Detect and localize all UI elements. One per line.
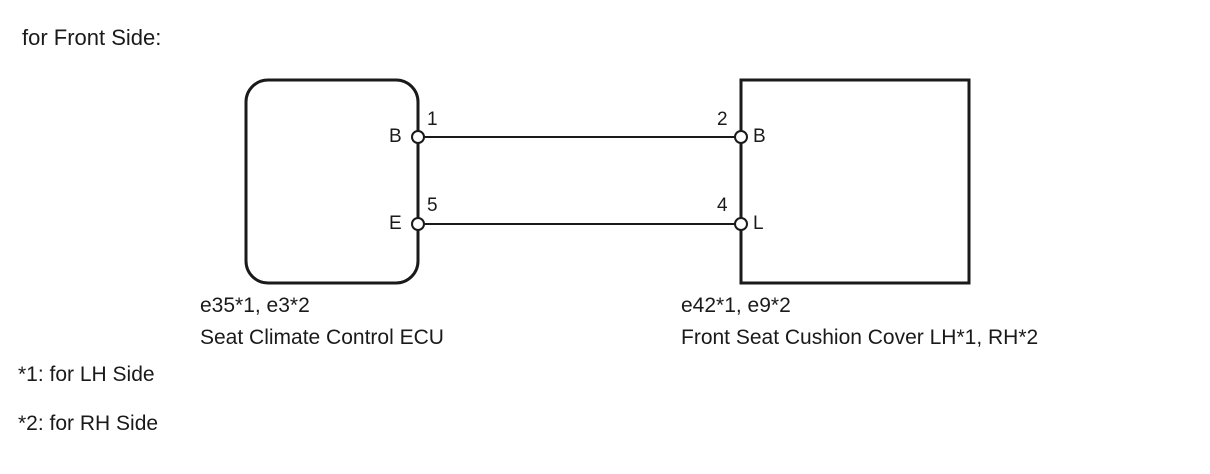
left-pin-number-1: 1 <box>427 109 438 130</box>
right-pin-signal-b: B <box>753 126 766 147</box>
terminal-right-4 <box>734 217 748 231</box>
front-seat-cushion-cover-box <box>739 78 971 285</box>
left-connector-code: e35*1, e3*2 <box>200 294 310 317</box>
right-pin-signal-l: L <box>753 213 764 234</box>
seat-climate-control-ecu-box <box>244 78 420 285</box>
right-pin-number-4: 4 <box>717 195 728 216</box>
terminal-left-1 <box>411 130 425 144</box>
right-connector-name: Front Seat Cushion Cover LH*1, RH*2 <box>681 326 1039 349</box>
right-pin-number-2: 2 <box>717 109 728 130</box>
left-pin-number-5: 5 <box>427 195 438 216</box>
terminal-right-2 <box>734 130 748 144</box>
footnote-rh: *2: for RH Side <box>18 412 159 435</box>
diagram-title: for Front Side: <box>22 25 162 50</box>
left-pin-signal-e: E <box>389 213 402 234</box>
left-pin-signal-b: B <box>389 126 402 147</box>
left-connector-name: Seat Climate Control ECU <box>200 326 444 349</box>
terminal-left-5 <box>411 217 425 231</box>
footnote-lh: *1: for LH Side <box>18 363 155 386</box>
right-connector-code: e42*1, e9*2 <box>681 294 791 317</box>
